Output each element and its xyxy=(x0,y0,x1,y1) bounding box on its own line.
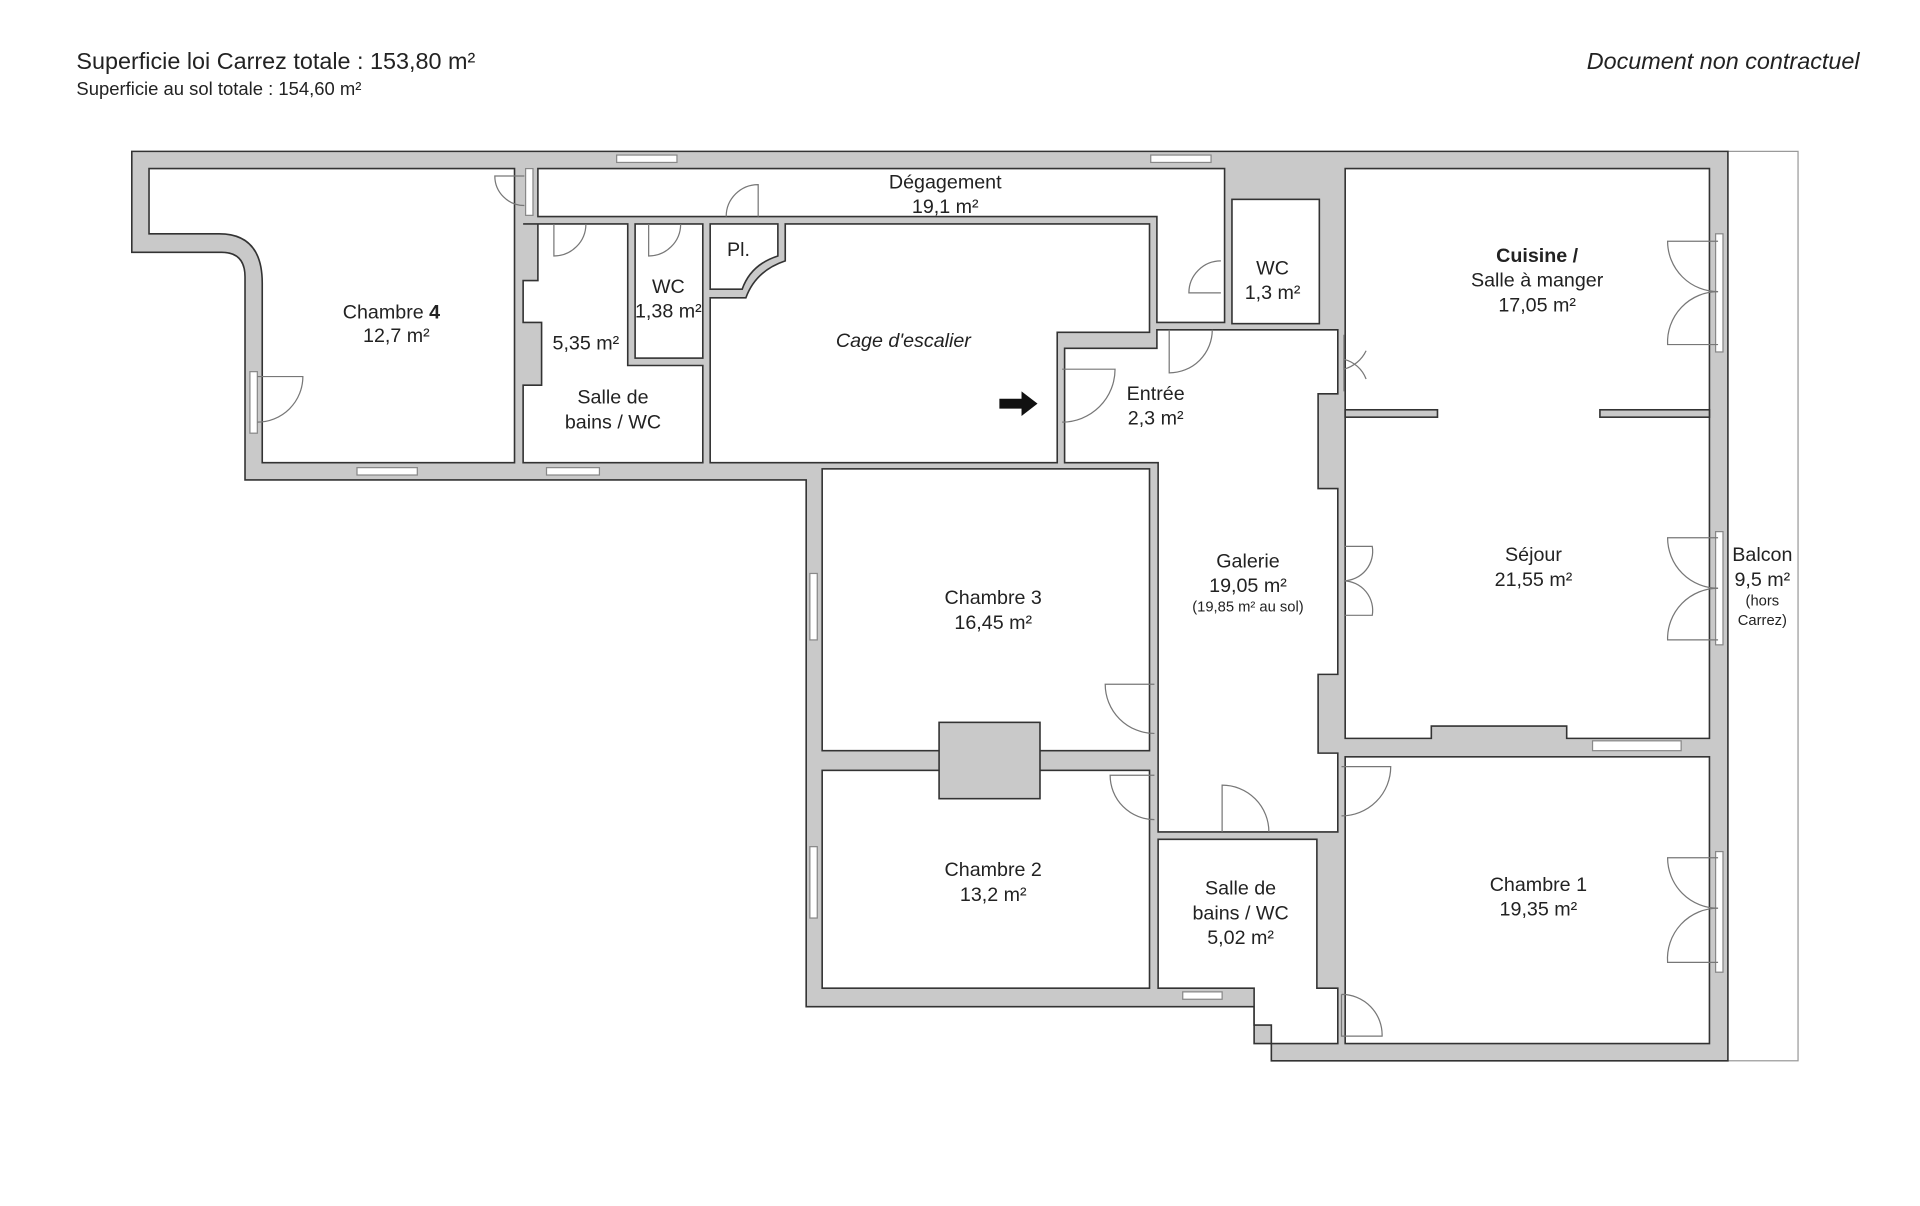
room-chambre-1 xyxy=(1344,756,1711,1045)
chimney xyxy=(938,721,1041,800)
cuisine-name-2: Salle à manger xyxy=(1471,270,1604,292)
room-wc-2 xyxy=(1231,198,1321,325)
galerie-name: Galerie xyxy=(1216,550,1279,572)
room-cage-escalier xyxy=(709,223,1151,464)
balcony xyxy=(1727,150,1799,1062)
wc-2-name: WC xyxy=(1256,257,1289,279)
galerie-area: 19,05 m² xyxy=(1209,575,1287,597)
degagement-name: Dégagement xyxy=(889,171,1002,193)
sejour-name: Séjour xyxy=(1505,544,1562,566)
carrez-total: Superficie loi Carrez totale : 153,80 m² xyxy=(76,48,475,74)
room-cuisine-sejour xyxy=(1344,167,1711,740)
chambre-1-name: Chambre 1 xyxy=(1490,874,1587,896)
balcon-area: 9,5 m² xyxy=(1734,569,1790,591)
balcon-name: Balcon xyxy=(1732,544,1792,566)
wc-1-area: 1,38 m² xyxy=(635,300,702,322)
entrance-arrow-icon xyxy=(999,391,1038,416)
chambre-3-area: 16,45 m² xyxy=(954,612,1032,634)
chambre-1-area: 19,35 m² xyxy=(1500,899,1578,921)
chambre-4-area: 12,7 m² xyxy=(363,325,430,347)
chambre-3-name: Chambre 3 xyxy=(945,587,1042,609)
room-placard xyxy=(709,223,779,290)
sdb-2-name-2: bains / WC xyxy=(1192,902,1288,924)
chambre-4-name: Chambre 4 xyxy=(343,302,440,324)
sdb-2-name-1: Salle de xyxy=(1205,878,1276,900)
placard-name: Pl. xyxy=(727,239,750,261)
sdb-1-name-2: bains / WC xyxy=(565,411,661,433)
degagement-area: 19,1 m² xyxy=(912,196,979,218)
wall-stub xyxy=(1344,408,1439,418)
room-sdb-1 xyxy=(522,223,704,464)
room-entree-galerie xyxy=(1063,329,1339,833)
windows xyxy=(249,154,1724,1000)
sdb-2-area: 5,02 m² xyxy=(1207,927,1274,949)
wall-stub xyxy=(1599,408,1711,418)
room-chambre-2 xyxy=(821,769,1151,989)
balcon-note-1: (hors xyxy=(1746,593,1780,609)
galerie-note: (19,85 m² au sol) xyxy=(1192,600,1304,616)
room-degagement xyxy=(537,167,1226,324)
room-chambre-3 xyxy=(821,468,1151,752)
sdb-1-name-1: Salle de xyxy=(577,387,648,409)
balcon-note-2: Carrez) xyxy=(1738,613,1787,629)
chambre-2-area: 13,2 m² xyxy=(960,884,1027,906)
doors xyxy=(257,175,1719,1037)
cuisine-name-1: Cuisine / xyxy=(1496,245,1579,267)
sol-total: Superficie au sol totale : 154,60 m² xyxy=(76,78,361,99)
cuisine-area: 17,05 m² xyxy=(1498,294,1576,316)
room-wc-1 xyxy=(634,223,704,359)
room-sdb-2 xyxy=(1157,838,1339,1045)
cage-escalier-name: Cage d'escalier xyxy=(836,330,972,352)
disclaimer: Document non contractuel xyxy=(1587,48,1861,74)
entree-name: Entrée xyxy=(1127,383,1185,405)
wc-2-area: 1,3 m² xyxy=(1245,282,1301,304)
entree-area: 2,3 m² xyxy=(1128,408,1184,430)
room-chambre-4 xyxy=(148,167,516,464)
chambre-2-name: Chambre 2 xyxy=(945,859,1042,881)
sejour-area: 21,55 m² xyxy=(1495,569,1573,591)
wc-1-name: WC xyxy=(652,276,685,298)
sdb-1-area: 5,35 m² xyxy=(553,332,620,354)
